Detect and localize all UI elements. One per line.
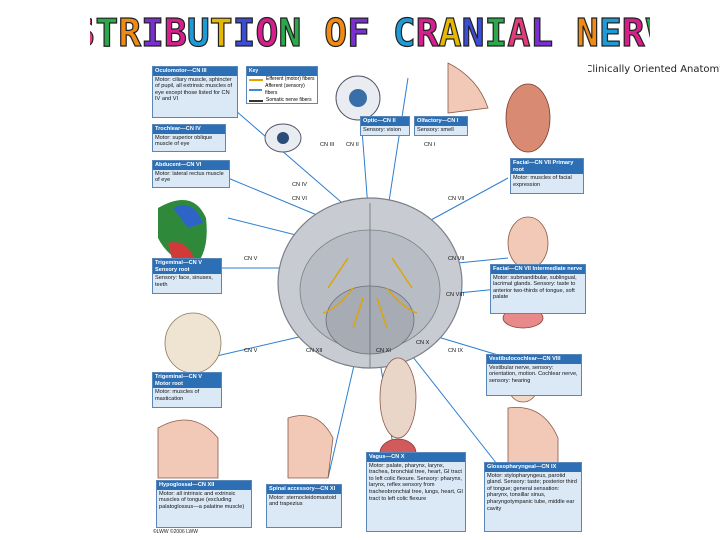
title-letter: B bbox=[164, 11, 187, 55]
box-text: Motor: muscles of facial expression bbox=[513, 175, 572, 188]
title-letter bbox=[370, 11, 393, 55]
box-title: Olfactory—CN I bbox=[415, 117, 467, 126]
title-letter: T bbox=[210, 11, 233, 55]
box-title: Facial—CN VII Intermediate nerve bbox=[491, 265, 585, 274]
box-text: Sensory: smell bbox=[417, 126, 454, 133]
box-text: Sensory: vision bbox=[363, 126, 401, 133]
nerve-label: CN II bbox=[346, 142, 359, 148]
box-spinal-accessory: Spinal accessory—CN XI Motor: sternoclei… bbox=[266, 484, 342, 528]
title-letter: N bbox=[462, 11, 485, 55]
box-facial-intermediate: Facial—CN VII Intermediate nerve Motor: … bbox=[490, 264, 586, 314]
box-text: Motor: stylopharyngeus, parotid gland. S… bbox=[487, 472, 577, 512]
nerve-label: CN XI bbox=[376, 348, 391, 354]
box-glossopharyngeal: Glossopharyngeal—CN IX Motor: stylophary… bbox=[484, 462, 582, 532]
box-title: Optic—CN II bbox=[361, 117, 409, 126]
title-letter: L bbox=[530, 11, 553, 55]
title-letter: V bbox=[645, 11, 650, 55]
title-letter: R bbox=[622, 11, 645, 55]
legend-swatch bbox=[249, 89, 263, 91]
box-text: Sensory: face, sinuses, teeth bbox=[155, 275, 213, 288]
box-title: Facial—CN VII Primary root bbox=[511, 159, 583, 175]
title-letter bbox=[553, 11, 576, 55]
nerve-label: CN IX bbox=[448, 348, 463, 354]
title-letter: O bbox=[324, 11, 347, 55]
title-letter: E bbox=[599, 11, 622, 55]
box-abducent: Abducent—CN VI Motor: lateral rectus mus… bbox=[152, 160, 230, 188]
title-letter: A bbox=[439, 11, 462, 55]
box-title: Trigeminal—CN V Sensory root bbox=[153, 259, 221, 275]
title-letter: U bbox=[187, 11, 210, 55]
nerve-label: CN VII bbox=[448, 196, 465, 202]
copyright-text: ©LWW ©2006 LWW bbox=[153, 529, 198, 535]
box-title: Trochlear—CN IV bbox=[153, 125, 225, 134]
nerve-label: CN I bbox=[424, 142, 436, 148]
legend-item: Somatic nerve fibers bbox=[247, 97, 317, 104]
legend-item: Afferent (sensory) fibers bbox=[247, 83, 317, 97]
nerve-label: CN X bbox=[416, 340, 430, 346]
box-vagus: Vagus—CN X Motor: palate, pharynx, laryn… bbox=[366, 452, 466, 532]
title-letter: T bbox=[95, 11, 118, 55]
title-letter: R bbox=[118, 11, 141, 55]
nerve-label: CN V bbox=[244, 256, 258, 262]
box-title: Abducent—CN VI bbox=[153, 161, 229, 170]
title-letter: S bbox=[90, 11, 95, 55]
legend-title: Key bbox=[247, 67, 317, 76]
title-letter: I bbox=[141, 11, 164, 55]
title-letter: I bbox=[484, 11, 507, 55]
legend-item: Efferent (motor) fibers bbox=[247, 76, 317, 83]
title-letter: I bbox=[233, 11, 256, 55]
box-text: Vestibular nerve, sensory: orientation, … bbox=[489, 364, 578, 384]
box-text: Motor: ciliary muscle, sphincter of pupi… bbox=[155, 76, 233, 103]
box-trochlear: Trochlear—CN IV Motor: superior oblique … bbox=[152, 124, 226, 152]
nerve-label: CN IV bbox=[292, 182, 307, 188]
box-text: Motor: submandibular, sublingual, lacrim… bbox=[493, 274, 577, 301]
source-credit: From Moore: Clinically Oriented Anatomy bbox=[520, 64, 720, 75]
nerve-label: CN VI bbox=[292, 196, 307, 202]
nerve-label: CN VII bbox=[448, 256, 465, 262]
box-title: Hypoglossal—CN XII bbox=[157, 481, 251, 490]
title-letter: R bbox=[416, 11, 439, 55]
nerve-label: CN VIII bbox=[446, 292, 465, 298]
box-text: Motor: palate, pharynx, larynx, trachea,… bbox=[369, 462, 463, 502]
box-optic: Optic—CN II Sensory: vision bbox=[360, 116, 410, 136]
title-letter: A bbox=[507, 11, 530, 55]
box-trigeminal-sensory: Trigeminal—CN V Sensory root Sensory: fa… bbox=[152, 258, 222, 294]
box-trigeminal-motor: Trigeminal—CN V Motor root Motor: muscle… bbox=[152, 372, 222, 408]
box-title: Vagus—CN X bbox=[367, 453, 465, 462]
title-letter bbox=[301, 11, 324, 55]
box-text: Motor: muscles of mastication bbox=[155, 389, 200, 402]
title-letter: N bbox=[576, 11, 599, 55]
title-letter: N bbox=[278, 11, 301, 55]
legend-label: Somatic nerve fibers bbox=[266, 97, 312, 103]
box-facial-motor: Facial—CN VII Primary root Motor: muscle… bbox=[510, 158, 584, 194]
box-olfactory: Olfactory—CN I Sensory: smell bbox=[414, 116, 468, 136]
legend-key: Key Efferent (motor) fibers Afferent (se… bbox=[246, 66, 318, 104]
box-title: Trigeminal—CN V Motor root bbox=[153, 373, 221, 389]
title-letter: C bbox=[393, 11, 416, 55]
title-letter: O bbox=[256, 11, 279, 55]
box-hypoglossal: Hypoglossal—CN XII Motor: all intrinsic … bbox=[156, 480, 252, 528]
box-title: Glossopharyngeal—CN IX bbox=[485, 463, 581, 472]
page-title: DISTRIBUTION OF CRANIAL NERVES bbox=[90, 10, 650, 55]
legend-label: Efferent (motor) fibers bbox=[266, 76, 315, 82]
box-title: Vestibulocochlear—CN VIII bbox=[487, 355, 581, 364]
nerve-label: CN III bbox=[320, 142, 335, 148]
box-text: Motor: lateral rectus muscle of eye bbox=[155, 170, 224, 184]
box-title: Spinal accessory—CN XI bbox=[267, 485, 341, 494]
legend-label: Afferent (sensory) fibers bbox=[265, 83, 305, 96]
nerve-label: CN V bbox=[244, 348, 258, 354]
box-title: Oculomotor—CN III bbox=[153, 67, 237, 76]
box-text: Motor: sternocleidomastoid and trapezius bbox=[269, 494, 337, 508]
box-vestibulocochlear: Vestibulocochlear—CN VIII Vestibular ner… bbox=[486, 354, 582, 396]
legend-swatch bbox=[249, 99, 263, 102]
box-text: Motor: all intrinsic and extrinsic muscl… bbox=[159, 490, 245, 510]
nerve-label: CN XII bbox=[306, 348, 323, 354]
legend-swatch bbox=[249, 78, 263, 81]
box-text: Motor: superior oblique muscle of eye bbox=[155, 134, 213, 148]
svg-text:DISTRIBUTION OF CRANIAL NERVES: DISTRIBUTION OF CRANIAL NERVES bbox=[90, 11, 650, 55]
title-letter: F bbox=[347, 11, 370, 55]
box-oculomotor: Oculomotor—CN III Motor: ciliary muscle,… bbox=[152, 66, 238, 118]
